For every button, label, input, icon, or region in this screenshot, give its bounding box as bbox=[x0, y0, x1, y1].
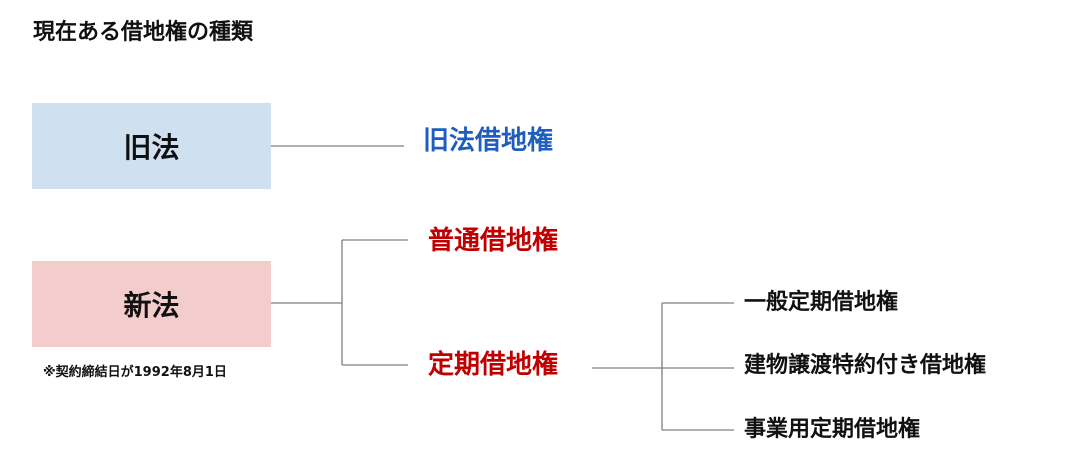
diagram-title: 現在ある借地権の種類 bbox=[33, 20, 254, 45]
new-law-box-label: 新法 bbox=[123, 289, 180, 322]
building-transfer-lease-label: 建物譲渡特約付き借地権 bbox=[744, 353, 987, 378]
general-fixed-lease-label: 一般定期借地権 bbox=[744, 290, 899, 315]
old-lease-label: 旧法借地権 bbox=[423, 126, 554, 156]
normal-lease-label: 普通借地権 bbox=[428, 226, 559, 256]
fixed-lease-label: 定期借地権 bbox=[428, 350, 559, 380]
old-law-box-label: 旧法 bbox=[123, 131, 180, 164]
new-law-box: 新法 bbox=[32, 261, 271, 347]
contract-date-note: ※契約締結日が1992年8月1日 bbox=[43, 365, 227, 380]
old-law-box: 旧法 bbox=[32, 103, 271, 189]
business-fixed-lease-label: 事業用定期借地権 bbox=[744, 417, 921, 442]
